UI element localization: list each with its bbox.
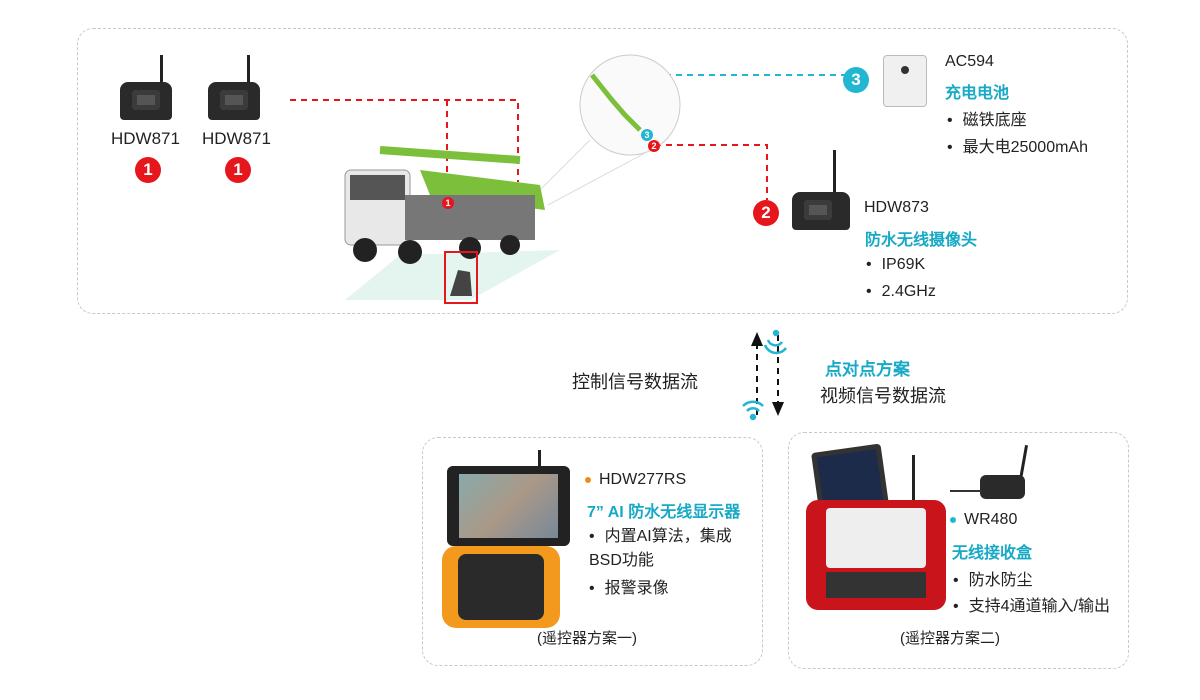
option1-panel (422, 437, 763, 666)
charger-model: AC594 (945, 53, 994, 70)
scheme-title: 点对点方案 (825, 360, 910, 379)
receiver-box-image (980, 475, 1025, 499)
truck-badge-2: 2 (648, 140, 660, 152)
camera-view-cone (345, 250, 560, 300)
truck-badge-3: 3 (641, 129, 653, 141)
antenna (538, 450, 541, 470)
orange-dot-icon (585, 476, 591, 483)
camera-bullet: IP69K (866, 256, 926, 274)
camera-hdw871-2-image (208, 82, 260, 120)
controller-image (806, 500, 946, 610)
option2-model: WR480 (950, 511, 1017, 529)
option2-panel (788, 432, 1129, 669)
truck-image (344, 146, 545, 264)
badge-1: 1 (135, 157, 161, 183)
option1-model-text: HDW277RS (599, 471, 687, 488)
option2-caption: (遥控器方案二) (900, 630, 1000, 647)
down-arrow-icon (772, 402, 784, 416)
option1-bullet: 报警录像 (589, 574, 669, 598)
charger-title: 充电电池 (945, 85, 1010, 102)
video-signal-label: 视频信号数据流 (820, 386, 946, 406)
option1-model: HDW277RS (585, 471, 686, 489)
option2-bullet: 支持4通道输入/输出 (953, 592, 1110, 616)
receiver-cable (950, 490, 982, 492)
wifi-icon-top (763, 329, 788, 355)
magnifier-circle (579, 54, 681, 156)
option2-bullet: 防水防尘 (953, 566, 1033, 590)
antenna (912, 455, 915, 515)
badge-1: 1 (225, 157, 251, 183)
camera-label: HDW871 (202, 129, 271, 148)
control-signal-label: 控制信号数据流 (572, 372, 698, 392)
motorcycle-icon (450, 270, 472, 296)
camera-label: HDW871 (111, 129, 180, 148)
charger-image (883, 55, 927, 107)
camera-bullet: 2.4GHz (866, 283, 936, 301)
motorcycle-highlight (444, 251, 478, 304)
antenna (160, 55, 163, 90)
camera-hdw873-image (792, 192, 850, 230)
charger-bullet: 最大电25000mAh (947, 133, 1088, 157)
cyan-dot-icon (950, 516, 956, 523)
up-arrow-icon (751, 332, 763, 346)
wifi-icon-bottom (742, 400, 764, 421)
truck-system-panel (77, 28, 1128, 314)
monitor-image (447, 466, 570, 546)
antenna (833, 150, 836, 195)
option2-title: 无线接收盒 (952, 545, 1033, 562)
truck-badge-1: 1 (442, 197, 454, 209)
remote-control-image (442, 546, 560, 628)
option2-model-text: WR480 (964, 511, 1018, 528)
antenna (247, 55, 250, 90)
option1-title: 7” AI 防水无线显示器 (587, 504, 741, 521)
camera-model: HDW873 (864, 199, 929, 216)
option1-bullet: 内置AI算法，集成BSD功能 (589, 525, 749, 573)
boom-closeup (590, 73, 642, 132)
option1-caption: (遥控器方案一) (537, 630, 637, 647)
camera-title: 防水无线摄像头 (865, 232, 978, 249)
charger-bullet: 磁铁底座 (947, 106, 1027, 130)
badge-3: 3 (843, 67, 869, 93)
badge-2: 2 (753, 200, 779, 226)
camera-hdw871-1-image (120, 82, 172, 120)
